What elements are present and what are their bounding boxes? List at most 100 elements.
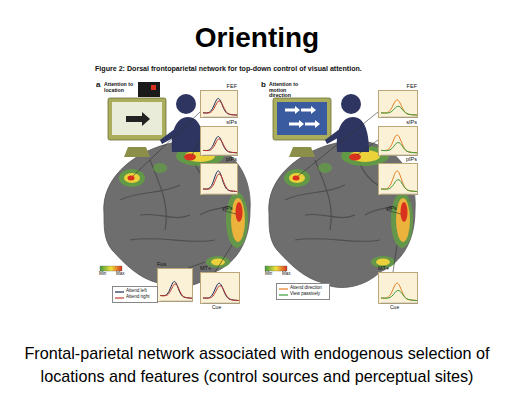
activation-blob [376,259,390,266]
legend-box: Attend directionView passively [276,283,330,300]
activation-blob [349,154,361,161]
monitor-stand [289,147,315,157]
plot-line [203,139,237,153]
plot-line [203,136,237,152]
activation-blob [284,169,310,187]
person-arm [325,128,345,144]
plot-line [381,180,417,192]
sulcus [305,214,355,217]
plot-panel: FEF [378,90,418,118]
region-label: pIPs [406,157,417,163]
plot-curves [201,127,239,157]
sulcus [315,160,331,230]
plot-line [381,283,417,300]
target-inset [138,82,160,97]
plot-panel: Fus [157,268,193,302]
plot-line [203,283,239,300]
monitor-screen [277,102,327,135]
cue-arrow [126,112,150,126]
legend-sample [279,293,288,297]
plot-line [203,171,237,192]
color-scale [265,266,287,271]
plot-line [203,286,239,301]
legend-row: Attend direction [279,286,327,292]
panel-letter: b [261,81,266,90]
panel-letter: a [96,81,100,90]
plot-curves [379,273,419,305]
plot-line [160,281,192,298]
plot-axis [381,303,417,304]
leader-line [393,245,397,272]
monitor-bezel [108,98,166,140]
legend-label: Attend right [126,295,150,300]
cortex [104,141,251,288]
plot-line [203,101,237,115]
activation-blob [226,192,248,248]
motion-arrow [289,120,304,128]
legend-row: View passively [279,292,327,298]
plot-axis [381,117,417,118]
leader-line [215,245,232,272]
region-label: Fus [157,262,166,268]
plot-line [381,135,417,153]
panel-heading: Attention to motion direction [269,82,309,99]
plot-line [381,106,417,115]
person-head [176,94,196,114]
legend-label: View passively [290,292,320,297]
leader-line [133,112,200,176]
region-label: sIPs [226,120,237,126]
plot-curves [379,91,419,119]
activation-blob [236,202,243,222]
legend-line [279,288,288,289]
plot-curves [201,91,239,119]
plot-axis [160,301,192,302]
plot-line [203,174,237,191]
monitor-stand [124,147,150,157]
plot-panel: sIPs [378,126,418,156]
sulcus [285,185,345,200]
slide-caption: Frontal-parietal network associated with… [1,342,513,387]
plot-line [203,98,237,115]
plot-panel: MT+ [378,272,418,304]
legend-sample [279,287,288,291]
scale-label: Min [265,272,272,277]
plot-curves [379,164,419,196]
axis-label: Cue [390,305,399,311]
plot-line [381,143,417,153]
monitor-screen [112,102,162,135]
legend-sample [115,296,124,300]
plot-curves [158,269,194,303]
leader-line [192,140,200,155]
activation-blob [396,198,410,242]
region-label: MT+ [200,266,211,272]
leader-line [298,112,378,176]
legend-line [115,297,124,298]
activation-blob [289,173,305,183]
region-label: pIPs [226,157,237,163]
sulcus [120,185,180,200]
color-scale [100,266,122,271]
panel-heading: Attention to location [104,82,138,93]
motion-arrow [285,106,300,114]
sulcus [130,239,215,242]
scale-label: Max [116,272,125,277]
axis-label: Cue [212,305,221,311]
activation-blob [119,169,145,187]
plot-axis [203,117,237,118]
activation-blob [401,202,408,222]
legend-line [115,291,124,292]
legend-label: Attend left [126,289,147,294]
region-label: MT+ [378,266,389,272]
plot-panel: sIPs [200,126,238,156]
plot-axis [203,194,237,195]
region-label: vIPs [386,205,397,211]
activation-blob [128,176,135,181]
plot-axis [203,155,237,156]
legend-label: Attend direction [290,286,322,291]
monitor-illustration [108,82,204,157]
plot-curves [201,273,241,305]
plot-line [381,100,417,115]
brain-illustration [100,141,250,288]
